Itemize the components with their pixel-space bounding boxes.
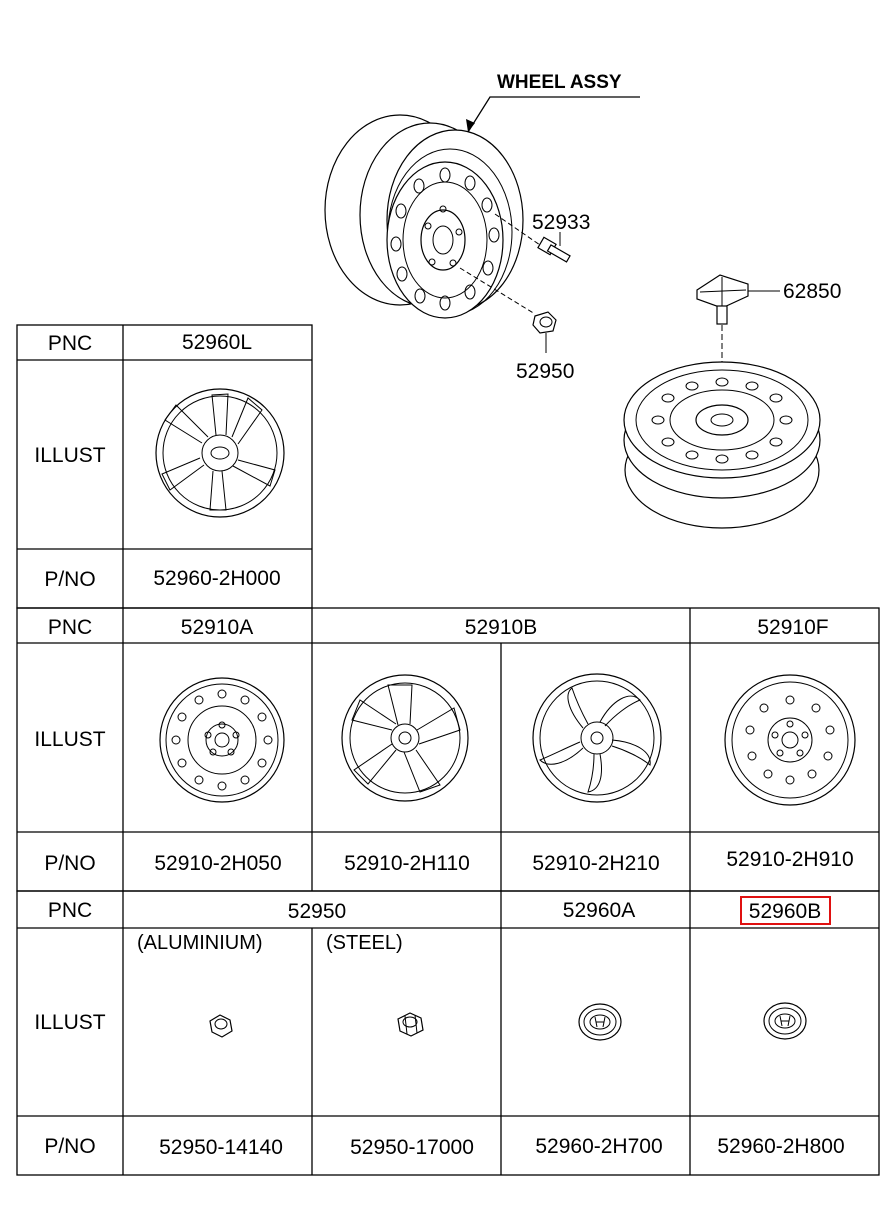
steel-wheel-illustration: [159, 677, 285, 803]
pnc-value-52910B: 52910B: [465, 616, 537, 639]
pno-value-52960-2H800: 52960-2H800: [717, 1135, 844, 1158]
title-leader-line: [467, 96, 640, 133]
pno-value-52910-2H210: 52910-2H210: [532, 852, 659, 875]
alloy-wheel-swirl-illustration: [532, 673, 662, 803]
assembly-title: WHEEL ASSY: [497, 72, 622, 93]
material-note-steel: (STEEL): [326, 932, 403, 954]
pno-value-52960-2H000: 52960-2H000: [153, 567, 280, 590]
aluminium-lug-nut-illustration: [209, 1014, 233, 1038]
pno-value-52950-17000: 52950-17000: [350, 1136, 474, 1159]
pno-value-52910-2H110: 52910-2H110: [344, 852, 470, 875]
center-cap-b-illustration: [763, 1002, 807, 1040]
pno-label: P/NO: [44, 1135, 95, 1158]
steel-wheel-spare-illustration: [724, 674, 856, 806]
pnc-label: PNC: [48, 332, 92, 355]
valve-stem-illustration: [494, 213, 571, 263]
pnc-value-52960A: 52960A: [563, 899, 635, 922]
lug-nut-callout: 52950: [516, 360, 574, 383]
exploded-view: WHEEL ASSY: [324, 72, 841, 529]
pno-value-52910-2H050: 52910-2H050: [154, 852, 281, 875]
spare-bolt-callout: 62850: [783, 280, 841, 303]
pno-label: P/NO: [44, 568, 95, 591]
table-block-nuts-caps: PNC ILLUST P/NO 52950 52960A 52960B (ALU…: [16, 890, 880, 1176]
illust-label: ILLUST: [34, 444, 105, 467]
title-leader-arrow: [466, 119, 475, 132]
pnc-value-52910A: 52910A: [181, 616, 253, 639]
lug-nut-illustration: [459, 267, 557, 353]
alloy-wheel-5-spoke-illustration: [341, 674, 469, 802]
illust-label: ILLUST: [34, 1011, 105, 1034]
pnc-value-52960L: 52960L: [182, 331, 252, 354]
highlight-box: [740, 896, 831, 925]
steel-lug-nut-illustration: [397, 1012, 424, 1037]
pnc-value-52960B: 52960B: [749, 900, 821, 923]
valve-stem-callout: 52933: [532, 211, 590, 234]
pnc-value-52910F: 52910F: [757, 616, 828, 639]
pnc-label: PNC: [48, 899, 92, 922]
illust-label: ILLUST: [34, 728, 105, 751]
pno-value-52910-2H910: 52910-2H910: [726, 848, 853, 871]
main-wheel-illustration: [324, 114, 524, 319]
wheel-cover-illustration: [155, 388, 285, 518]
table-block-wheel-cover: PNC ILLUST P/NO 52960L 52960-2H000: [16, 324, 313, 609]
material-note-aluminium: (ALUMINIUM): [137, 932, 263, 954]
center-cap-a-illustration: [578, 1003, 622, 1041]
table-block-wheels: PNC ILLUST P/NO 52910A 52910B 52910F 529…: [16, 607, 880, 892]
spare-wheel-illustration: [623, 361, 821, 529]
pnc-label: PNC: [48, 616, 92, 639]
pnc-value-52950: 52950: [288, 900, 346, 923]
pno-value-52960-2H700: 52960-2H700: [535, 1135, 662, 1158]
pno-value-52950-14140: 52950-14140: [159, 1136, 283, 1159]
pno-label: P/NO: [44, 852, 95, 875]
